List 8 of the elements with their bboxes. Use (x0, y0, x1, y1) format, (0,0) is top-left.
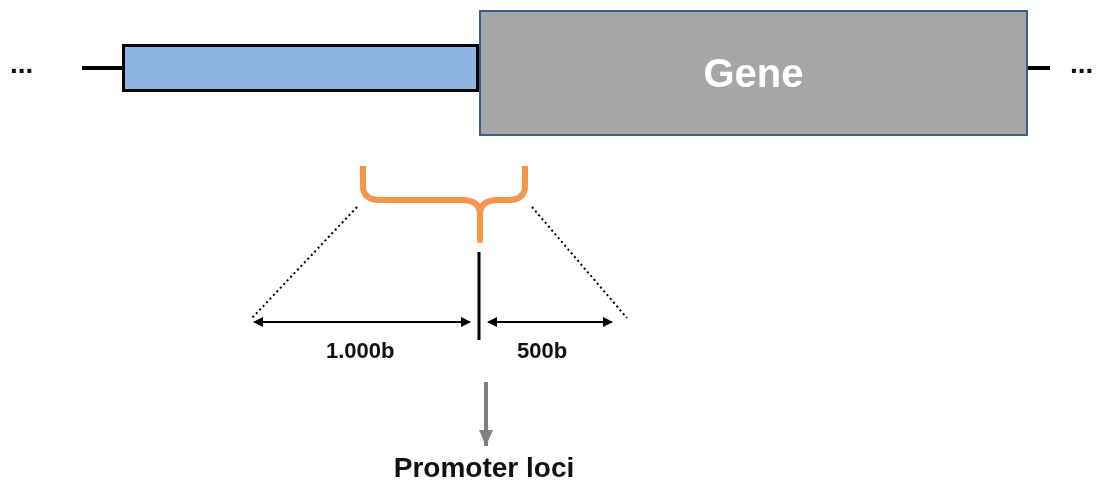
dimension-label: 500b (517, 338, 568, 364)
ellipsis: ... (1070, 48, 1094, 80)
region-bar (122, 44, 479, 92)
arrow (479, 382, 493, 446)
dimension-label: 1.000b (326, 338, 395, 364)
gene-box: Gene (479, 10, 1028, 136)
promoter-loci-label: Promoter loci (360, 448, 608, 488)
ellipsis: ... (10, 48, 34, 80)
